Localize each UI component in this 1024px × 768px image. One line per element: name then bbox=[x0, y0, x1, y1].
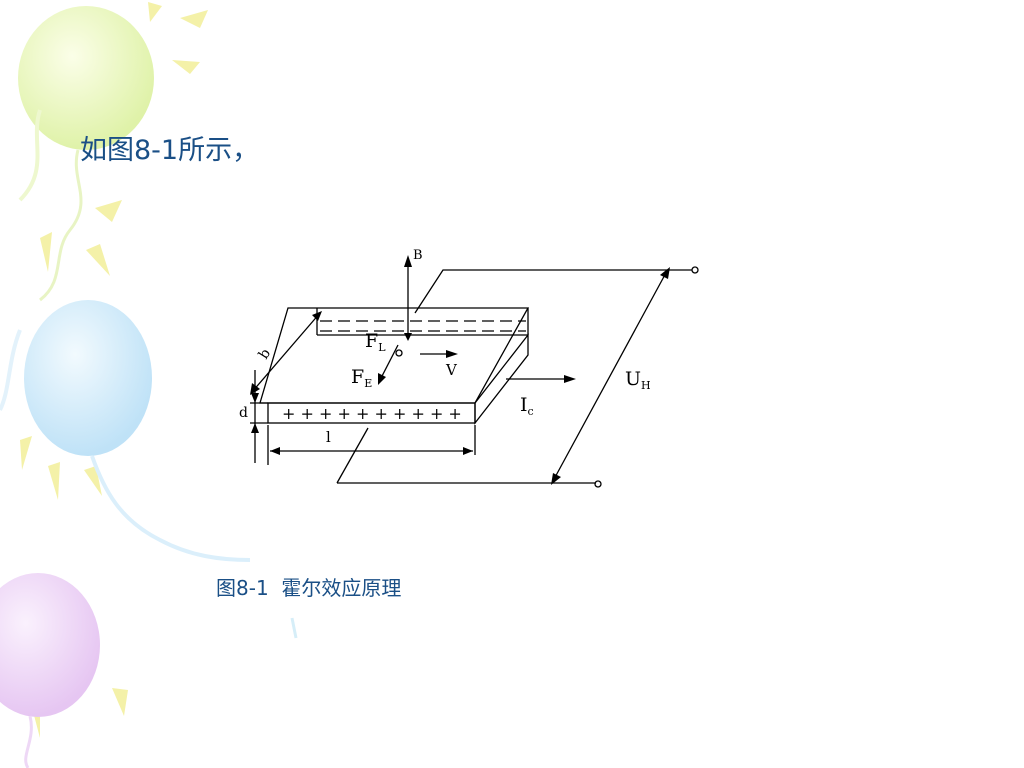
purple-balloon bbox=[0, 573, 100, 768]
green-balloon bbox=[18, 6, 154, 302]
slab-top-face bbox=[259, 307, 530, 404]
figure-caption: 图8-1 霍尔效应原理 bbox=[216, 576, 402, 600]
hall-voltage-line bbox=[552, 270, 668, 482]
label-b-field: B bbox=[413, 248, 423, 263]
label-length-l: l bbox=[326, 428, 331, 446]
label-width-b: b bbox=[256, 346, 274, 362]
label-lorentz-force: FL bbox=[365, 330, 386, 354]
label-hall-voltage: UH bbox=[625, 368, 651, 392]
label-current: Ic bbox=[520, 394, 534, 418]
upper-wire bbox=[414, 269, 692, 314]
blue-balloon bbox=[0, 300, 251, 562]
terminal-bottom bbox=[594, 480, 602, 488]
label-thickness-d: d bbox=[239, 405, 248, 421]
terminal-top bbox=[691, 266, 699, 274]
lower-wire bbox=[336, 427, 369, 484]
label-velocity: V bbox=[445, 361, 458, 379]
slide-heading: 如图8-1所示， bbox=[80, 135, 260, 166]
hall-effect-diagram: B FL FE V Ic UH b d l + + + + + + + + + … bbox=[239, 248, 699, 488]
label-electric-force: FE bbox=[351, 366, 372, 390]
decor-streak bbox=[290, 617, 298, 639]
label-positive-charges: + + + + + + + + + + bbox=[282, 404, 462, 423]
slab-side-face bbox=[474, 333, 529, 425]
